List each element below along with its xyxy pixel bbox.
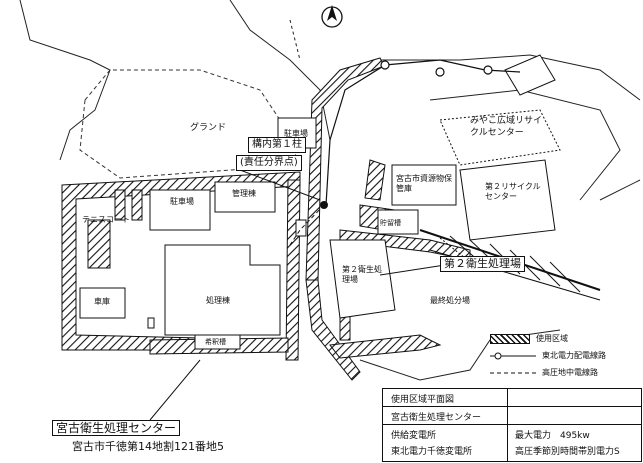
label-plant2-callout: 第２衛生処理場 [440,256,525,272]
info-contract: 高圧季節別時間帯別電力S [515,447,620,457]
parking-left [149,189,211,231]
overhead-line-icon [490,350,536,362]
recycle-center [439,109,561,166]
north-arrow-icon [321,5,343,28]
label-dilution: 希釈槽 [205,338,226,346]
label-landfill: 最終処分場 [430,296,470,305]
underground-line-icon [490,367,536,379]
info-title: 使用区域平面図 [391,395,455,405]
label-tennis: テニスコート [82,215,130,224]
recycle-center-2 [459,159,556,241]
info-name: 宮古衛生処理センター [391,413,482,423]
legend-underground: 高圧地中電線路 [542,368,598,377]
label-recycle: みやこ広域リサイクルセンター [470,116,543,138]
ground-area [79,69,301,179]
treatment-building [164,244,281,336]
power-line [325,59,521,206]
storage-tank [377,209,419,235]
legend-area: 使用区域 [536,334,568,343]
label-garage: 車庫 [94,297,110,306]
admin-building [214,181,276,213]
label-admin: 管理棟 [232,189,256,198]
label-boundary-point: (責任分界点) [236,155,302,171]
label-treatment: 処理棟 [206,296,230,305]
legend-overhead: 東北電力配電線路 [542,351,606,360]
label-parking-top: 駐車場 [284,129,308,138]
address-label: 宮古市千徳第14地割121番地5 [72,440,224,453]
label-plant2: 第２衛生処理場 [342,265,382,284]
info-max-power: 最大電力 495kw [515,431,590,441]
substation-building [504,54,556,96]
hatch-swatch-icon [490,333,530,344]
garage-building [79,287,126,319]
dilution-tank [194,334,241,350]
info-table: 使用区域平面図 宮古衛生処理センター 供給変電所 東北電力千徳変電所 最大電力 … [382,388,642,462]
resource-warehouse [391,164,457,206]
label-pole: 構内第１柱 [248,137,306,153]
label-parking-left: 駐車場 [170,197,194,206]
label-ground: グランド [190,123,227,133]
info-substation-header: 供給変電所 [391,431,437,441]
facility-name-box: 宮古衛生処理センター [52,420,181,436]
info-substation: 東北電力千徳変電所 [391,447,473,457]
label-resource: 宮古市資源物保管庫 [396,174,452,193]
plant2-building [329,239,396,319]
label-recycle2: 第２リサイクルセンター [485,182,541,201]
label-storage: 貯留槽 [380,219,401,227]
tennis-court [87,189,143,269]
legend: 使用区域 東北電力配電線路 高圧地中電線路 [490,330,640,381]
